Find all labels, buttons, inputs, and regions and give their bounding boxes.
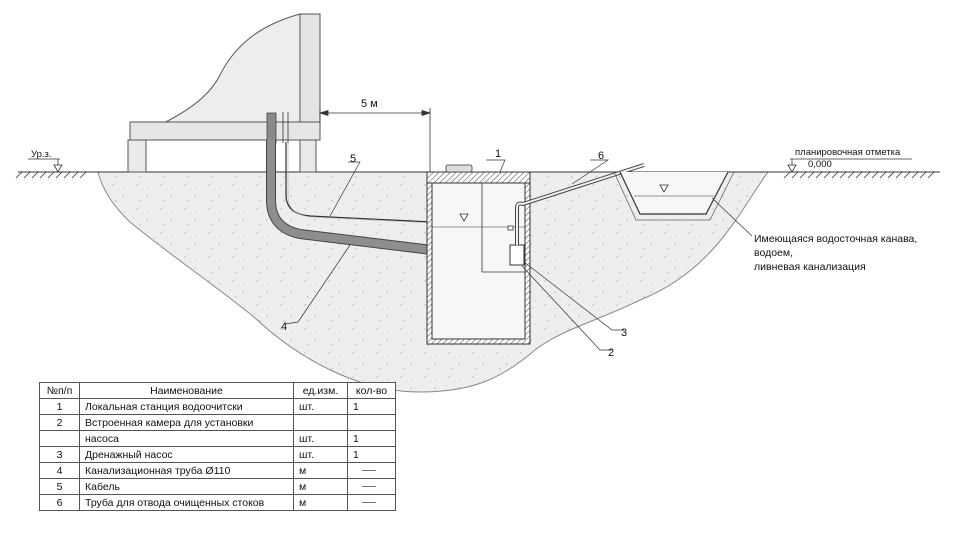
row-quantity [347, 462, 396, 479]
callout-leaders [284, 159, 753, 351]
table-row: 3 Дренажный насос шт. 1 [39, 446, 396, 463]
row-name: Канализационная труба Ø110 [79, 462, 294, 479]
row-number [39, 430, 80, 447]
existing-drain-label-line1: Имеющаяся водосточная канава, [754, 233, 917, 245]
planning-mark: планировочная отметка 0,000 [787, 147, 912, 173]
distance-dimension [318, 108, 432, 172]
sewer-outlet-stub [266, 112, 277, 144]
row-quantity: 1 [347, 398, 396, 415]
row-unit [293, 414, 348, 431]
row-unit: м [293, 462, 348, 479]
table-row: 4 Канализационная труба Ø110 м [39, 462, 396, 479]
row-unit: шт. [293, 398, 348, 415]
specification-table: №п/п Наименование ед.изм. кол-во 1 Локал… [39, 382, 396, 511]
house [127, 13, 321, 173]
callout-2: 2 [608, 347, 614, 359]
row-number: 2 [39, 414, 80, 431]
row-quantity [347, 494, 396, 511]
row-quantity [347, 414, 396, 431]
row-quantity: 1 [347, 430, 396, 447]
row-number: 4 [39, 462, 80, 479]
cable [285, 142, 433, 223]
table-row: 1 Локальная станция водоочитски шт. 1 [39, 398, 396, 415]
drainage-ditch [613, 171, 735, 221]
header-quantity: кол-во [347, 382, 396, 399]
header-name: Наименование [79, 382, 294, 399]
table-row: 5 Кабель м [39, 478, 396, 495]
row-name: Дренажный насос [79, 446, 294, 463]
planning-mark-label: планировочная отметка [795, 147, 901, 158]
callout-3: 3 [621, 327, 627, 339]
quantity-dash [362, 470, 376, 472]
row-name: Кабель [79, 478, 294, 495]
cable-outlet [282, 112, 289, 143]
station-lid [445, 164, 473, 173]
existing-drain-label-line2: водоем, [754, 247, 793, 259]
row-name: Труба для отвода очищенных стоков [79, 494, 294, 511]
row-unit: м [293, 494, 348, 511]
ground-level-label: Ур.з. [31, 149, 52, 160]
row-number: 5 [39, 478, 80, 495]
drainage-pump [509, 244, 525, 266]
row-number: 1 [39, 398, 80, 415]
row-unit: шт. [293, 430, 348, 447]
header-number: №п/п [39, 382, 80, 399]
ground-level-mark: Ур.з. [28, 149, 63, 173]
row-number: 6 [39, 494, 80, 511]
quantity-dash [362, 502, 376, 504]
callout-1: 1 [495, 148, 501, 160]
row-name: Локальная станция водоочитски [79, 398, 294, 415]
table-row: 6 Труба для отвода очищенных стоков м [39, 494, 396, 511]
row-unit: шт. [293, 446, 348, 463]
callout-6: 6 [598, 150, 604, 162]
planning-mark-value: 0,000 [808, 159, 832, 170]
existing-drain-label-line3: ливневая канализация [754, 261, 866, 273]
header-unit: ед.изм. [293, 382, 348, 399]
table-header-row: №п/п Наименование ед.изм. кол-во [39, 382, 396, 399]
row-unit: м [293, 478, 348, 495]
row-quantity [347, 478, 396, 495]
distance-label: 5 м [361, 98, 378, 110]
water-level-symbol [459, 213, 469, 222]
table-row: насоса шт. 1 [39, 430, 396, 447]
row-quantity: 1 [347, 446, 396, 463]
callout-4: 4 [281, 321, 287, 333]
quantity-dash [362, 486, 376, 488]
row-number: 3 [39, 446, 80, 463]
row-name: насоса [79, 430, 294, 447]
row-name: Встроенная камера для установки [79, 414, 294, 431]
ground-hatch-right [783, 171, 935, 179]
callout-5: 5 [350, 153, 356, 165]
table-row: 2 Встроенная камера для установки [39, 414, 396, 431]
ground-hatch-left [15, 171, 87, 179]
